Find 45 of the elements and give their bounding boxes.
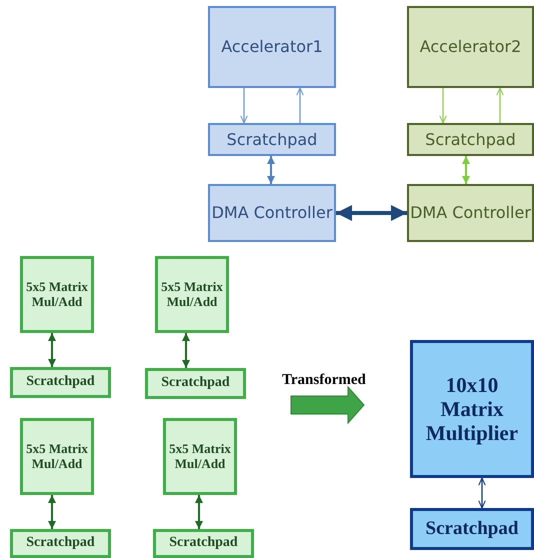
node-label: Accelerator2 bbox=[420, 36, 522, 58]
node-label: 5x5 Matrix Mul/Add bbox=[169, 442, 231, 472]
scratchpad-box bbox=[10, 367, 111, 398]
node-label: Scratchpad bbox=[161, 375, 230, 392]
matrix-unit-box bbox=[20, 418, 94, 495]
node-label: Scratchpad bbox=[425, 128, 516, 151]
arrow bbox=[48, 333, 56, 367]
arrow bbox=[267, 156, 275, 184]
transform-label: Transformed bbox=[282, 372, 366, 389]
dma-controller-box bbox=[407, 184, 534, 242]
arrow bbox=[195, 495, 203, 529]
matrix-unit-box bbox=[163, 418, 237, 495]
arrow bbox=[478, 477, 486, 509]
node-label: Scratchpad bbox=[26, 535, 95, 552]
node-label: DMA Controller bbox=[410, 202, 531, 224]
scratchpad-box bbox=[410, 508, 534, 550]
node-label: 10x10 Matrix Multiplier bbox=[424, 372, 520, 446]
node-label: Accelerator1 bbox=[221, 36, 323, 58]
arrow bbox=[296, 87, 304, 123]
node-label: DMA Controller bbox=[212, 202, 332, 224]
node-label: Scratchpad bbox=[169, 535, 238, 552]
node-label: 5x5 Matrix Mul/Add bbox=[161, 280, 223, 310]
arrow bbox=[462, 156, 470, 184]
scratchpad-box bbox=[10, 529, 111, 558]
arrow bbox=[336, 205, 407, 221]
matrix-unit-box bbox=[20, 256, 94, 333]
node-label: Scratchpad bbox=[26, 374, 95, 391]
accelerator-box bbox=[407, 6, 534, 88]
arrow bbox=[439, 88, 447, 124]
node-label: 5x5 Matrix Mul/Add bbox=[26, 280, 88, 310]
scratchpad-box bbox=[145, 368, 246, 399]
scratchpad-box bbox=[407, 123, 534, 156]
matrix-unit-box bbox=[155, 256, 229, 333]
dma-controller-box bbox=[208, 184, 336, 242]
scratchpad-box bbox=[208, 123, 336, 156]
accelerator-box bbox=[208, 6, 336, 88]
arrow bbox=[240, 88, 248, 124]
node-label: 5x5 Matrix Mul/Add bbox=[26, 442, 88, 472]
node-label: Scratchpad bbox=[226, 128, 318, 151]
matrix-multiplier-box bbox=[410, 340, 534, 478]
node-label: Scratchpad bbox=[426, 518, 518, 540]
arrow bbox=[496, 87, 504, 123]
arrow bbox=[182, 333, 190, 368]
scratchpad-box bbox=[153, 529, 254, 558]
arrow bbox=[48, 495, 56, 529]
